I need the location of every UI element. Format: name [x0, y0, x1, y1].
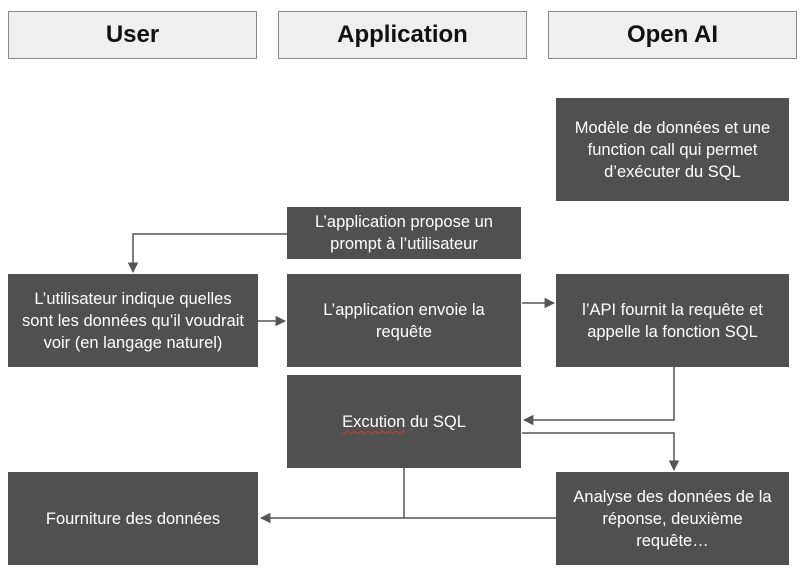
box-sql-exec: Excution du SQL — [287, 375, 521, 468]
box-sql-exec-rest: du SQL — [405, 413, 466, 431]
box-analysis-text: Analyse des données de la réponse, deuxi… — [573, 487, 772, 550]
spellcheck-word: Excution — [342, 413, 406, 431]
box-api-response: l’API fournit la requête et appelle la f… — [556, 274, 789, 367]
box-analysis: Analyse des données de la réponse, deuxi… — [556, 472, 789, 565]
header-application: Application — [278, 11, 527, 59]
box-data-supply: Fourniture des données — [8, 472, 258, 565]
box-user-request-text: L’utilisateur indique quelles sont les d… — [22, 289, 244, 352]
box-data-supply-text: Fourniture des données — [45, 509, 221, 528]
box-app-prompt-text: L’application propose un prompt à l’util… — [315, 213, 493, 253]
header-user: User — [8, 11, 257, 59]
box-api-response-text: l’API fournit la requête et appelle la f… — [582, 300, 763, 341]
arrow-sql-to-analysis — [522, 432, 680, 472]
box-app-send: L’application envoie la requête — [287, 274, 521, 367]
box-data-model-text: Modèle de données et une function call q… — [574, 118, 771, 181]
box-sql-exec-text: Excution du SQL — [342, 411, 466, 433]
box-app-prompt: L’application propose un prompt à l’util… — [287, 207, 521, 259]
header-openai: Open AI — [548, 11, 797, 59]
box-data-model: Modèle de données et une function call q… — [556, 98, 789, 201]
arrow-prompt-to-user — [127, 233, 287, 274]
box-app-send-text: L’application envoie la requête — [323, 300, 485, 341]
box-user-request: L’utilisateur indique quelles sont les d… — [8, 274, 258, 367]
arrow-api-to-sql — [522, 366, 675, 426]
